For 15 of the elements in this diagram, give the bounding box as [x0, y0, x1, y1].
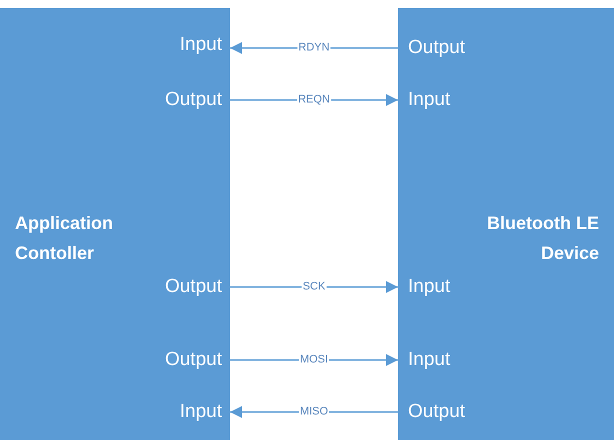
block-title: Bluetooth LE Device — [486, 212, 599, 265]
component-block — [398, 8, 614, 440]
port-label: Input — [398, 347, 508, 373]
port-label: Input — [120, 32, 230, 58]
port-label: Output — [398, 35, 508, 61]
port-label: Output — [120, 87, 230, 113]
component-block — [0, 8, 230, 440]
port-label: Input — [398, 274, 508, 300]
port-label: Input — [120, 399, 230, 425]
port-label: Output — [120, 347, 230, 373]
block-title: Application Contoller — [15, 212, 114, 265]
port-label: Input — [398, 87, 508, 113]
port-label: Output — [398, 399, 508, 425]
port-label: Output — [120, 274, 230, 300]
signal-label: REQN — [297, 94, 331, 106]
